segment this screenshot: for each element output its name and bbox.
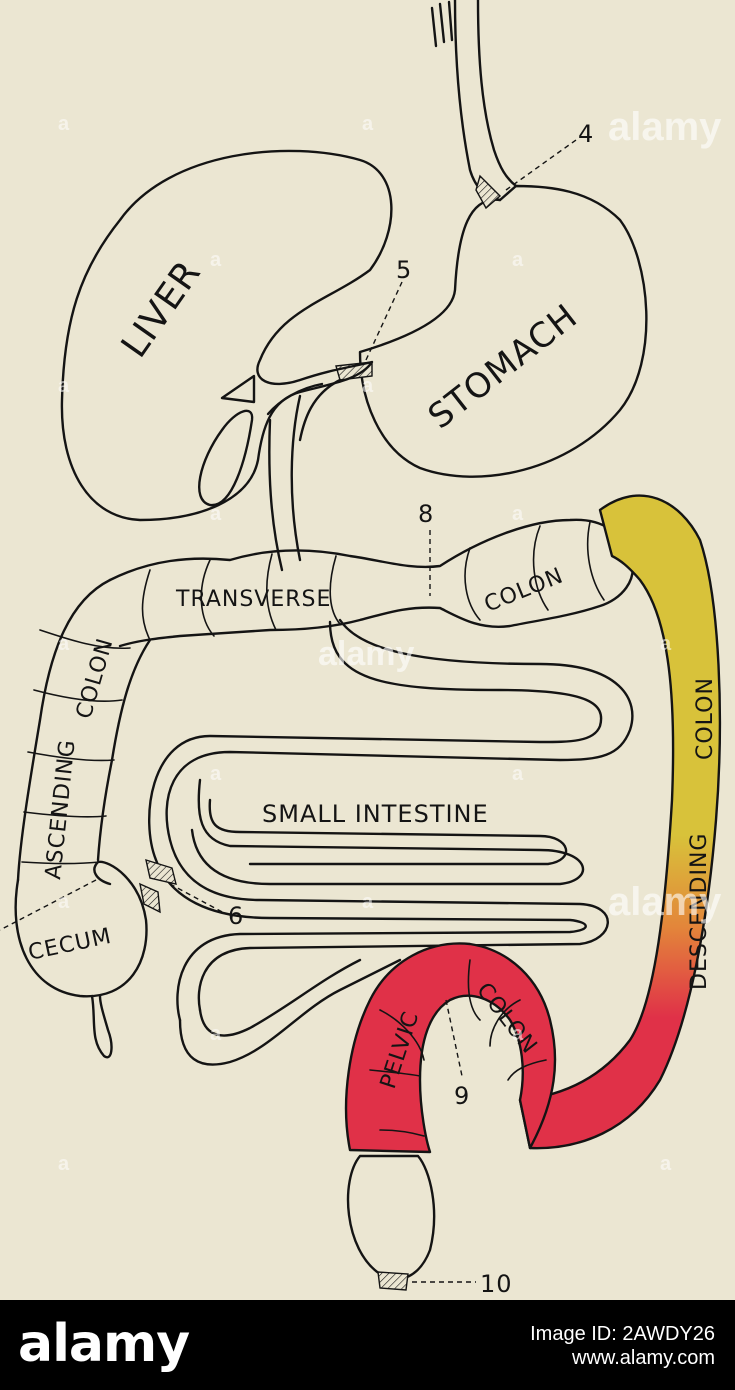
stomach: STOMACH: [358, 184, 648, 478]
image-meta: Image ID: 2AWDY26 www.alamy.com: [530, 1322, 715, 1370]
reference-markers: 4 5 6 8 9 10: [0, 120, 594, 1298]
ascending-label: ASCENDING: [41, 738, 81, 881]
digestive-tract-diagram: STOMACH LIVER SMALL INTESTINE TRANSVERSE…: [0, 0, 722, 1298]
ascending-colon-label: COLON: [72, 635, 119, 722]
marker-5: 5: [396, 256, 412, 284]
ileocecal-hatch: [145, 858, 177, 885]
watermark-glyph: a: [210, 763, 222, 785]
anal-sphincter-hatch: [377, 1271, 409, 1291]
watermark-glyph: a: [58, 375, 70, 397]
duodenum: [266, 378, 342, 572]
stomach-label: STOMACH: [421, 296, 585, 437]
watermark-glyph: a: [362, 375, 374, 397]
alamy-logo[interactable]: alamy: [18, 1314, 190, 1374]
image-id: Image ID: 2AWDY26: [530, 1323, 715, 1345]
rectum: [346, 1154, 436, 1291]
watermark-glyph: a: [660, 633, 672, 655]
marker-8: 8: [418, 500, 434, 528]
transverse-colon-label: COLON: [481, 563, 567, 617]
site-url[interactable]: www.alamy.com: [572, 1347, 715, 1369]
watermark-glyph: a: [512, 503, 524, 525]
ascending-colon: ASCENDING COLON: [16, 578, 152, 882]
pelvic-colon: PELVIC COLON: [344, 942, 557, 1154]
pylorus-hatch: [335, 361, 373, 381]
watermark-glyph: a: [210, 249, 222, 271]
stock-footer-bar: alamy Image ID: 2AWDY26 www.alamy.com: [0, 1300, 735, 1390]
watermark-word: alamy: [318, 635, 414, 673]
watermark-glyph: a: [660, 1153, 672, 1175]
watermark-glyph: a: [210, 503, 222, 525]
watermark-glyph: a: [58, 891, 70, 913]
descending-colon: COLON DESCENDING: [518, 494, 722, 1150]
cecum: CECUM: [14, 860, 148, 1059]
watermark-word: alamy: [608, 105, 722, 149]
esophagus: [430, 0, 518, 202]
watermark-glyph: a: [210, 1023, 222, 1045]
cecum-label: CECUM: [26, 924, 114, 966]
watermark-glyphs: a a a a a a a a a a a a a a a a a a alam…: [58, 105, 722, 1175]
liver: LIVER: [60, 149, 393, 522]
descending-label: DESCENDING: [687, 833, 712, 990]
ileocecal-hatch-2: [139, 882, 161, 914]
watermark-glyph: a: [58, 1153, 70, 1175]
marker-10: 10: [480, 1270, 513, 1298]
marker-9: 9: [454, 1082, 470, 1110]
descending-colon-label: COLON: [693, 677, 718, 760]
small-intestine: SMALL INTESTINE: [148, 618, 634, 1066]
watermark-glyph: a: [512, 1023, 524, 1045]
transverse-label: TRANSVERSE: [175, 587, 331, 612]
watermark-glyph: a: [362, 113, 374, 135]
watermark-glyph: a: [58, 633, 70, 655]
marker-4: 4: [578, 120, 594, 148]
marker-6: 6: [228, 902, 244, 930]
cardia-hatch: [475, 174, 502, 210]
small-intestine-label: SMALL INTESTINE: [262, 800, 489, 828]
watermark-glyph: a: [512, 763, 524, 785]
watermark-glyph: a: [512, 249, 524, 271]
liver-label: LIVER: [114, 253, 210, 365]
watermark-glyph: a: [362, 891, 374, 913]
watermark-word: alamy: [608, 880, 722, 924]
transverse-colon: TRANSVERSE COLON: [108, 518, 634, 648]
watermark-glyph: a: [58, 113, 70, 135]
